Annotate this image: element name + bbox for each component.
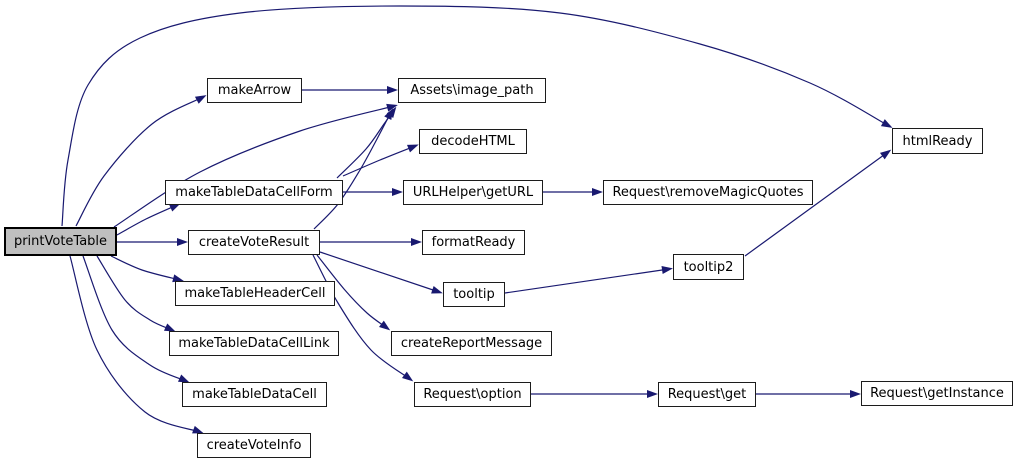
arrowhead-printVoteTable-to-makeTableDataCell [177, 374, 190, 383]
arrowhead-request_option-to-request_get [647, 390, 658, 398]
node-request_removeMagicQuotes[interactable]: Request\removeMagicQuotes [603, 180, 813, 205]
edge-createVoteResult-to-tooltip [319, 251, 440, 293]
arrowhead-printVoteTable-to-htmlReady [880, 119, 893, 128]
edge-printVoteTable-to-createVoteInfo [69, 255, 201, 433]
node-formatReady[interactable]: formatReady [422, 230, 525, 255]
edge-printVoteTable-to-makeTableDataCellLink [96, 255, 173, 331]
node-decodeHTML[interactable]: decodeHTML [419, 129, 527, 154]
arrowhead-tooltip2-to-htmlReady [879, 149, 892, 160]
arrowhead-createVoteResult-to-tooltip [431, 285, 443, 294]
node-urlHelper_getURL[interactable]: URLHelper\getURL [403, 180, 543, 205]
arrowhead-printVoteTable-to-makeArrow [194, 95, 207, 104]
node-tooltip2[interactable]: tooltip2 [673, 254, 744, 280]
edge-tooltip-to-tooltip2 [504, 268, 670, 294]
arrowhead-printVoteTable-to-createVoteResult [177, 238, 188, 246]
arrowhead-printVoteTable-to-makeTableDataCellLink [163, 323, 176, 332]
arrowhead-createVoteResult-to-createReportMessage [379, 320, 391, 331]
arrowhead-createVoteResult-to-assets_image_path [384, 108, 393, 121]
arrowhead-makeArrow-to-assets_image_path [387, 86, 398, 94]
node-createVoteResult[interactable]: createVoteResult [188, 230, 320, 255]
arrowhead-request_get-to-request_getInstance [850, 390, 861, 398]
edge-createVoteResult-to-request_option [312, 254, 411, 380]
edge-makeTableDataCellForm-to-decodeHTML [342, 145, 416, 177]
node-createVoteInfo[interactable]: createVoteInfo [197, 433, 311, 458]
arrowhead-printVoteTable-to-makeTableDataCellForm [168, 203, 181, 212]
edge-createVoteResult-to-createReportMessage [316, 254, 388, 329]
arrowhead-printVoteTable-to-assets_image_path [386, 103, 398, 112]
node-makeTableDataCellForm[interactable]: makeTableDataCellForm [165, 180, 343, 205]
node-request_getInstance[interactable]: Request\getInstance [861, 381, 1013, 406]
node-request_get[interactable]: Request\get [658, 382, 756, 407]
arrowhead-makeTableDataCellForm-to-decodeHTML [407, 144, 419, 153]
node-makeTableDataCellLink[interactable]: makeTableDataCellLink [169, 331, 339, 356]
node-printVoteTable: printVoteTable [4, 227, 117, 256]
node-tooltip[interactable]: tooltip [443, 282, 505, 307]
edge-printVoteTable-to-makeTableDataCell [82, 255, 187, 382]
arrowhead-printVoteTable-to-makeTableHeaderCell [172, 274, 184, 283]
node-makeTableHeaderCell[interactable]: makeTableHeaderCell [175, 281, 335, 306]
edge-printVoteTable-to-assets_image_path [113, 105, 395, 228]
node-assets_image_path[interactable]: Assets\image_path [398, 78, 546, 103]
arrowhead-createVoteResult-to-request_option [401, 371, 414, 382]
edge-printVoteTable-to-htmlReady [61, 5, 890, 227]
edge-printVoteTable-to-makeTableDataCellForm [116, 204, 178, 236]
node-makeArrow[interactable]: makeArrow [207, 78, 302, 103]
node-request_option[interactable]: Request\option [414, 382, 531, 407]
arrowhead-urlHelper_getURL-to-request_removeMagicQuotes [592, 188, 603, 196]
node-htmlReady[interactable]: htmlReady [892, 128, 983, 154]
arrowhead-makeTableDataCellForm-to-urlHelper_getURL [392, 188, 403, 196]
edge-tooltip2-to-htmlReady [744, 151, 889, 257]
arrowhead-printVoteTable-to-createVoteInfo [192, 425, 204, 434]
edge-createVoteResult-to-assets_image_path [313, 111, 392, 230]
node-makeTableDataCell[interactable]: makeTableDataCell [182, 382, 327, 407]
edge-makeTableDataCellForm-to-assets_image_path [336, 109, 395, 179]
arrowhead-createVoteResult-to-formatReady [411, 238, 422, 246]
edge-printVoteTable-to-makeArrow [75, 96, 204, 227]
arrowhead-tooltip-to-tooltip2 [661, 266, 673, 274]
edge-printVoteTable-to-makeTableHeaderCell [110, 255, 181, 281]
node-createReportMessage[interactable]: createReportMessage [391, 331, 552, 356]
